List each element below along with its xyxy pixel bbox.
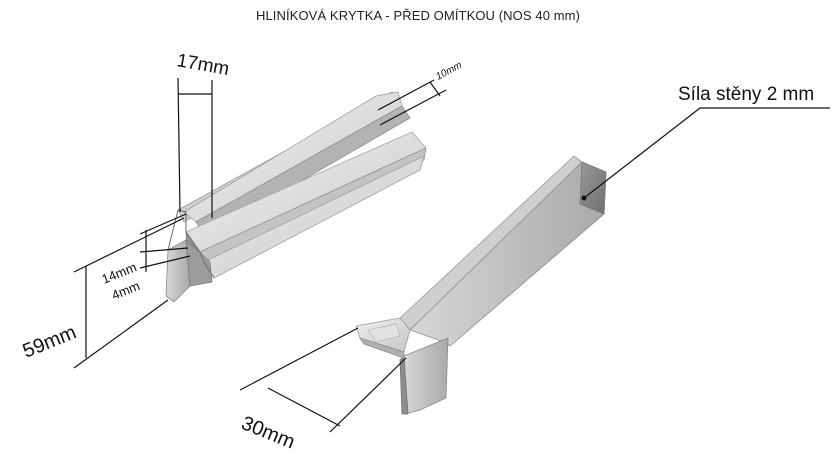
- dim-10mm-label: 10mm: [434, 60, 464, 83]
- right-profile: [355, 155, 607, 415]
- dim-4mm-ext-bottom: [139, 255, 191, 269]
- dim-30mm-ext-left: [239, 327, 359, 391]
- dim-17mm-label: 17mm: [175, 50, 231, 80]
- dim-10mm-ext-upper: [377, 79, 435, 111]
- dim-59mm-ext-top: [73, 217, 185, 273]
- dimension-lines: [73, 77, 830, 433]
- diagram-title: HLINÍKOVÁ KRYTKA - PŘED OMÍTKOU (NOS 40 …: [255, 8, 581, 23]
- dim-14mm-ext-top: [139, 213, 187, 235]
- dim-17mm-ext-left: [177, 77, 181, 213]
- wall-thickness-leader: [583, 107, 830, 199]
- dim-30mm-label: 30mm: [238, 412, 298, 453]
- dim-14mm-ext-mid: [139, 247, 189, 253]
- dim-30mm-ext-right: [329, 357, 407, 433]
- dim-10mm-line: [429, 81, 441, 97]
- dim-59mm-label: 59mm: [20, 321, 80, 362]
- wall-thickness-label: Síla stěny 2 mm: [678, 84, 814, 105]
- wall-thickness-dot: [581, 195, 587, 201]
- dim-30mm-line: [267, 387, 341, 427]
- dim-10mm-ext-lower: [379, 89, 447, 126]
- left-profile: [165, 91, 427, 303]
- dim-59mm-ext-bottom: [73, 299, 169, 369]
